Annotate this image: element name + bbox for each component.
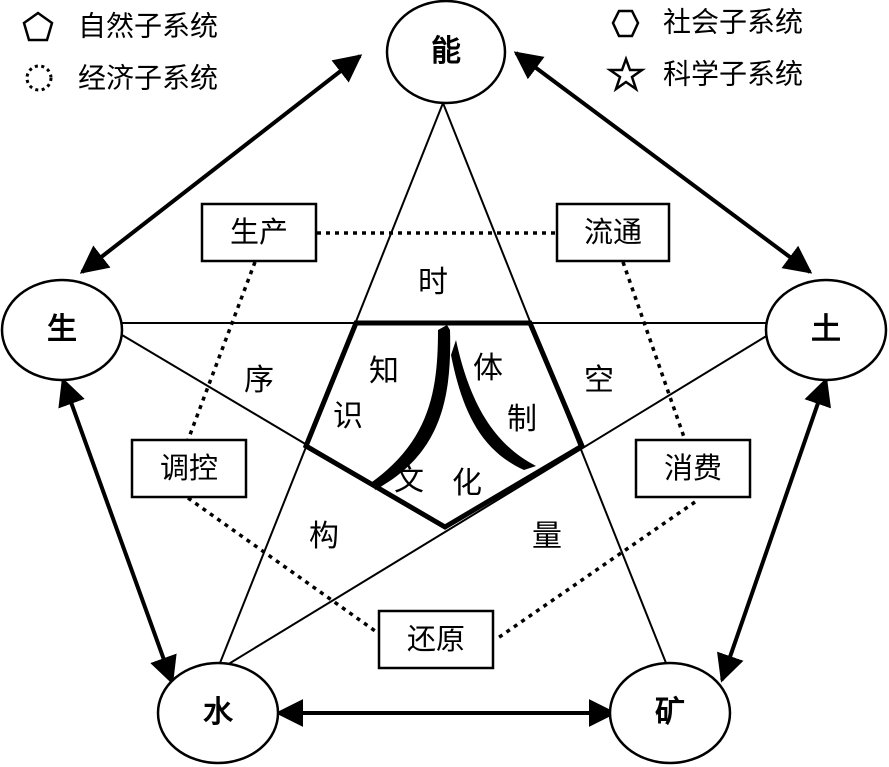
node-kuang: 矿	[608, 661, 732, 765]
center-label-shi: 识	[333, 399, 363, 434]
star-outline-icon	[606, 55, 646, 93]
legend-label-natural: 自然子系统	[78, 10, 218, 43]
box-circulation: 流通	[555, 202, 671, 263]
region-label-top: 时	[418, 265, 448, 300]
center-label-zhi: 知	[369, 354, 399, 389]
node-kuang-label: 矿	[655, 695, 685, 730]
arrow-top-right	[513, 51, 813, 274]
arrow-top-left	[79, 54, 363, 274]
arrow-left-bottom	[58, 377, 177, 685]
region-labels: 时 序 空 构 量	[244, 265, 614, 554]
legend: 自然子系统 社会子系统 经济子系统 科学子系统	[22, 6, 803, 95]
boxes: 生产 流通 调控 消费 还原	[130, 202, 752, 670]
dotted-consumption-reduction	[494, 500, 696, 642]
box-consumption-label: 消费	[664, 451, 722, 485]
star-line-right-to-bottom-left	[221, 334, 769, 669]
node-neng: 能	[385, 0, 507, 105]
legend-item-science: 科学子系统	[606, 55, 803, 93]
arrows	[58, 51, 831, 727]
box-regulation-label: 调控	[160, 451, 218, 485]
legend-item-natural: 自然子系统	[22, 10, 218, 43]
box-production: 生产	[200, 202, 318, 263]
center-label-zhi2: 制	[507, 402, 537, 437]
dotted-regulation-reduction	[186, 496, 380, 635]
node-sheng-label: 生	[47, 312, 77, 347]
arrow-right-bottom	[717, 377, 831, 683]
center-label-hua: 化	[452, 466, 482, 501]
node-shui: 水	[156, 661, 280, 765]
center-label-ti: 体	[473, 351, 503, 386]
node-sheng: 生	[0, 278, 124, 382]
pentagon-outline-icon	[22, 11, 54, 42]
center-label-wen: 文	[394, 463, 424, 498]
legend-item-economic: 经济子系统	[25, 62, 218, 95]
center-labels: 知 识 体 制 文 化	[333, 351, 537, 501]
ren-stroke-left	[372, 325, 451, 490]
node-shui-label: 水	[203, 695, 234, 730]
node-tu: 土	[764, 278, 888, 382]
box-production-label: 生产	[230, 215, 288, 249]
box-reduction-label: 还原	[407, 622, 465, 656]
legend-label-social: 社会子系统	[663, 6, 803, 39]
box-consumption: 消费	[634, 438, 752, 499]
region-label-right: 空	[584, 363, 614, 398]
node-tu-label: 土	[811, 312, 841, 347]
legend-label-economic: 经济子系统	[78, 62, 218, 95]
dotted-circle-icon	[25, 64, 53, 92]
dotted-circulation-consumption	[621, 261, 687, 441]
inner-pentagon	[302, 320, 586, 530]
region-label-left: 序	[244, 363, 274, 398]
region-label-bottom-left: 构	[309, 519, 339, 554]
legend-item-social: 社会子系统	[611, 6, 803, 39]
box-regulation: 调控	[130, 438, 248, 499]
box-circulation-label: 流通	[584, 215, 642, 249]
region-label-bottom-right: 量	[532, 519, 562, 554]
legend-label-science: 科学子系统	[663, 58, 803, 91]
dotted-production-regulation	[186, 261, 257, 441]
ren-stroke-right	[451, 340, 536, 470]
hexagon-outline-icon	[611, 9, 640, 38]
box-reduction: 还原	[377, 609, 495, 670]
node-neng-label: 能	[431, 34, 461, 69]
